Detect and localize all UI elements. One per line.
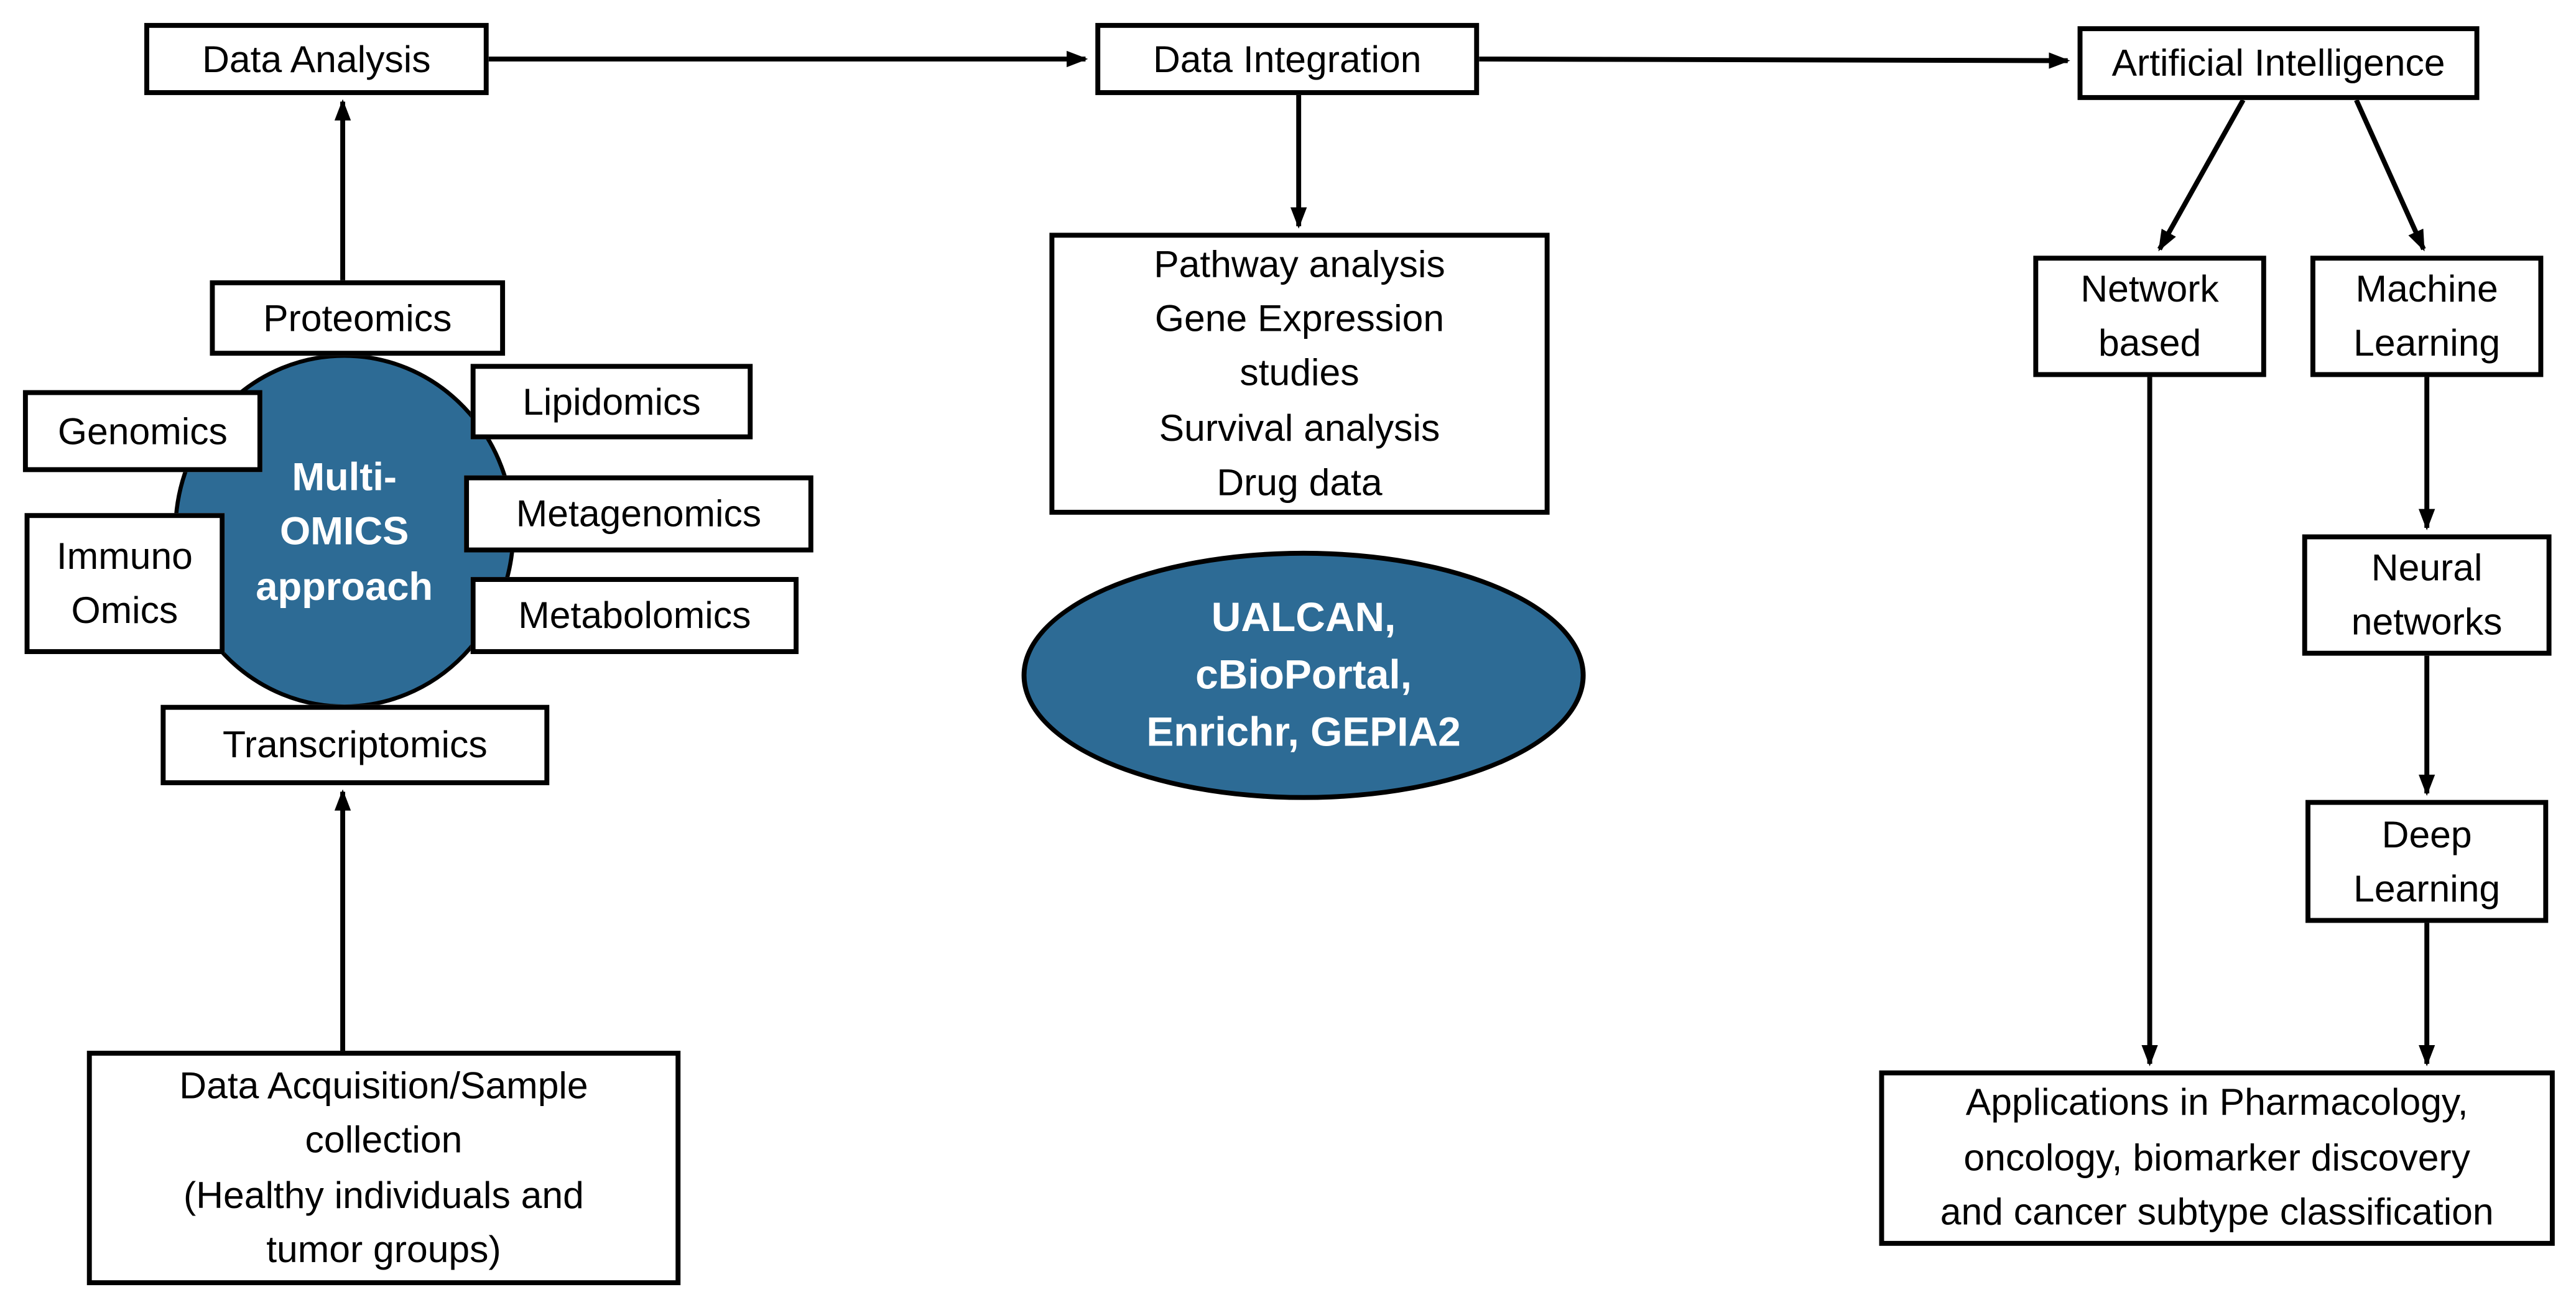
node-machine-learning: Machine Learning <box>2310 256 2544 377</box>
node-transcriptomics: Transcriptomics <box>160 704 550 785</box>
arrow-integration-to-ai <box>1479 52 2070 69</box>
node-applications: Applications in Pharmacology, oncology, … <box>1879 1070 2555 1246</box>
node-artificial-intelligence: Artificial Intelligence <box>2077 26 2480 100</box>
node-proteomics: Proteomics <box>210 280 506 356</box>
node-neural-networks: Neural networks <box>2302 534 2552 656</box>
node-metagenomics: Metagenomics <box>464 475 813 553</box>
node-data-integration: Data Integration <box>1095 22 1480 95</box>
node-data-acquisition: Data Acquisition/Sample collection (Heal… <box>86 1051 681 1286</box>
node-tools-ellipse: UALCAN, cBioPortal, Enrichr, GEPIA2 <box>1021 550 1586 800</box>
arrow-ai-to-network-based <box>2157 98 2246 252</box>
node-network-based: Network based <box>2033 256 2266 377</box>
arrow-ai-to-machine-learning <box>2354 99 2426 252</box>
node-metabolomics: Metabolomics <box>470 577 799 655</box>
node-multi-omics-approach: Multi- OMICS approach <box>256 454 433 610</box>
node-immuno-omics: Immuno Omics <box>24 513 225 655</box>
node-data-analysis: Data Analysis <box>144 22 489 95</box>
node-deep-learning: Deep Learning <box>2305 800 2549 923</box>
node-lipidomics: Lipidomics <box>470 364 753 440</box>
node-integration-outputs: Pathway analysis Gene Expression studies… <box>1049 233 1550 515</box>
node-genomics: Genomics <box>22 390 262 473</box>
